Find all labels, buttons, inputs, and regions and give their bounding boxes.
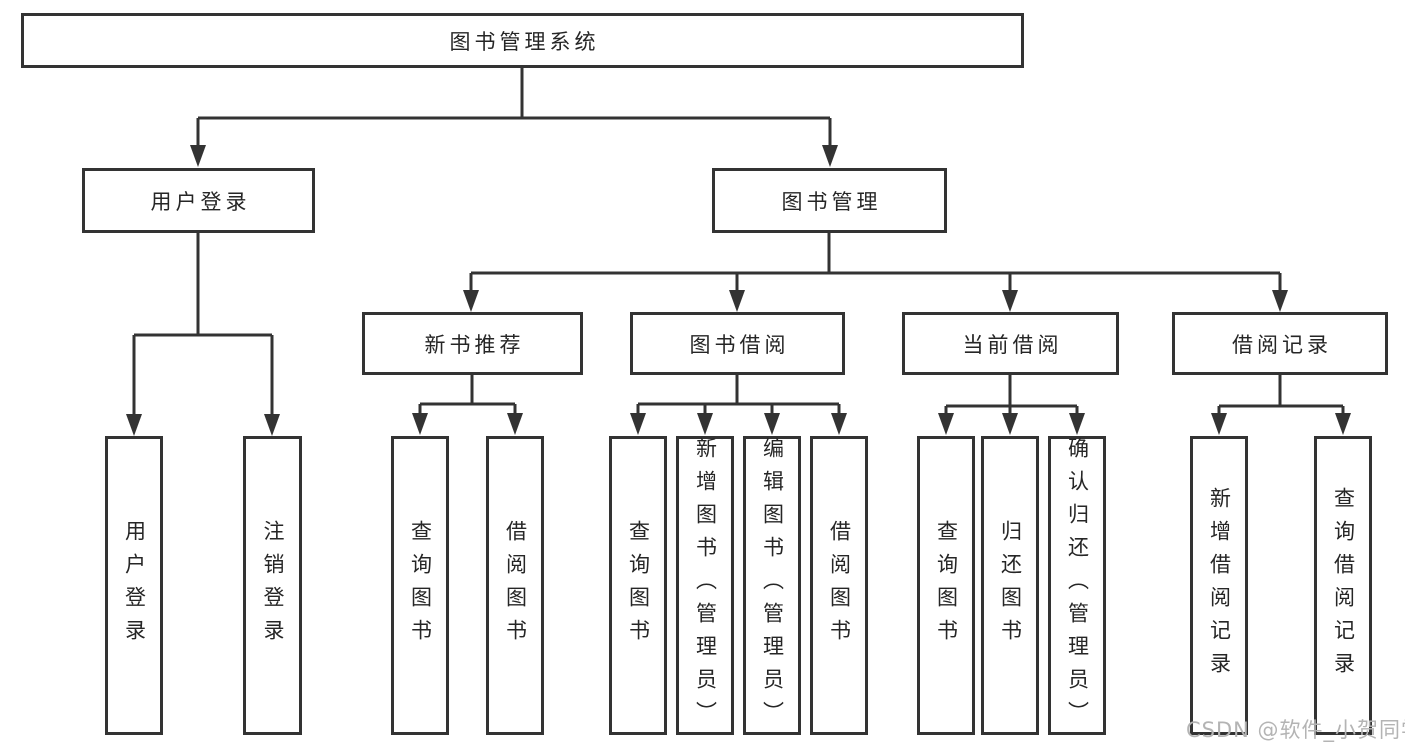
node-new-book-recommendation-label: 新书推荐 <box>424 332 525 357</box>
arrowheads <box>126 145 1351 436</box>
leaf-add-borrow-record: 新增借阅记录 <box>1190 436 1248 735</box>
node-library-system: 图书管理系统 <box>21 13 1024 68</box>
leaf-user-login-label: 用户登录 <box>122 519 147 652</box>
leaf-edit-books-admin-label: 编辑图书（管理员） <box>760 437 785 734</box>
leaf-borrow-books-recommend: 借阅图书 <box>486 436 544 735</box>
leaf-query-books-borrowing: 查询图书 <box>609 436 667 735</box>
leaf-borrow-books-label: 借阅图书 <box>827 519 852 652</box>
leaf-borrow-books-recommend-label: 借阅图书 <box>503 519 528 652</box>
node-book-borrowing-label: 图书借阅 <box>689 332 790 357</box>
node-book-management-label: 图书管理 <box>781 189 882 214</box>
leaf-add-borrow-record-label: 新增借阅记录 <box>1207 486 1232 685</box>
node-new-book-recommendation: 新书推荐 <box>362 312 583 375</box>
leaf-query-books-current-label: 查询图书 <box>934 519 959 652</box>
node-user-login-label: 用户登录 <box>150 189 251 214</box>
leaf-edit-books-admin: 编辑图书（管理员） <box>743 436 801 735</box>
node-current-borrowing: 当前借阅 <box>902 312 1119 375</box>
leaf-return-books: 归还图书 <box>981 436 1039 735</box>
leaf-return-books-label: 归还图书 <box>998 519 1023 652</box>
node-book-borrowing: 图书借阅 <box>630 312 845 375</box>
leaf-query-books-borrowing-label: 查询图书 <box>626 519 651 652</box>
leaf-confirm-return-admin: 确认归还（管理员） <box>1048 436 1106 735</box>
watermark: CSDN @软件_小贺同学 <box>1186 718 1405 742</box>
node-book-management: 图书管理 <box>712 168 947 233</box>
leaf-add-books-admin-label: 新增图书（管理员） <box>693 437 718 734</box>
leaf-add-books-admin: 新增图书（管理员） <box>676 436 734 735</box>
leaf-query-books-recommend: 查询图书 <box>391 436 449 735</box>
leaf-query-books-current: 查询图书 <box>917 436 975 735</box>
node-user-login: 用户登录 <box>82 168 315 233</box>
leaf-confirm-return-admin-label: 确认归还（管理员） <box>1065 437 1090 734</box>
node-borrowing-records-label: 借阅记录 <box>1232 332 1332 357</box>
node-library-system-label: 图书管理系统 <box>449 29 600 54</box>
leaf-logout: 注销登录 <box>243 436 302 735</box>
node-borrowing-records: 借阅记录 <box>1172 312 1388 375</box>
leaf-query-borrow-record-label: 查询借阅记录 <box>1331 486 1356 685</box>
node-current-borrowing-label: 当前借阅 <box>962 332 1063 357</box>
leaf-borrow-books: 借阅图书 <box>810 436 868 735</box>
leaf-query-books-recommend-label: 查询图书 <box>408 519 433 652</box>
leaf-query-borrow-record: 查询借阅记录 <box>1314 436 1372 735</box>
leaf-user-login: 用户登录 <box>105 436 163 735</box>
leaf-logout-label: 注销登录 <box>261 519 285 652</box>
